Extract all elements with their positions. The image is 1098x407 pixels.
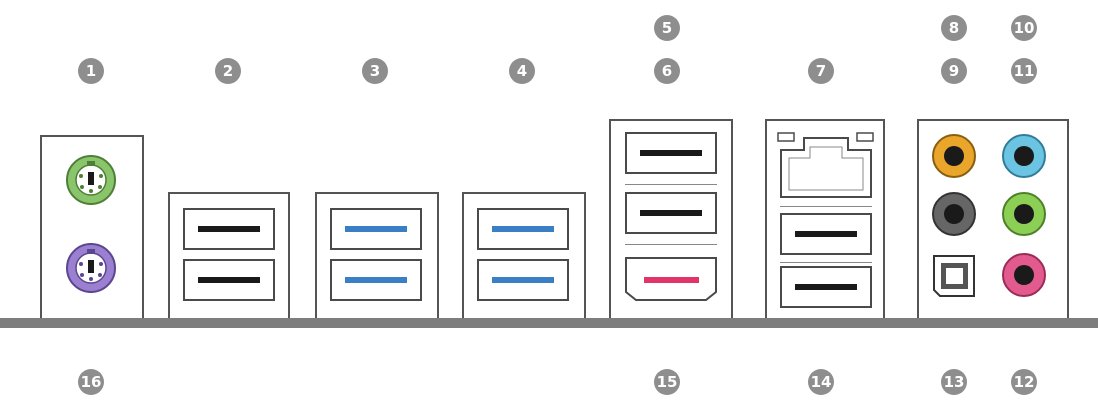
callout-14: 14 bbox=[808, 369, 834, 395]
callout-11: 11 bbox=[1011, 58, 1037, 84]
usb2-port-5 bbox=[625, 132, 717, 174]
callout-12: 12 bbox=[1011, 369, 1037, 395]
audio-jack-10-lightblue bbox=[1002, 134, 1046, 178]
callout-9: 9 bbox=[941, 58, 967, 84]
callout-1: 1 bbox=[78, 58, 104, 84]
usb2-port-14 bbox=[780, 266, 872, 308]
audio-jack-11-green bbox=[1002, 192, 1046, 236]
panel-base-bar bbox=[0, 318, 1098, 328]
callout-3: 3 bbox=[362, 58, 388, 84]
divider-line bbox=[780, 206, 872, 207]
usb3-port-a-bottom bbox=[330, 259, 422, 301]
usb2-port-top bbox=[183, 208, 275, 250]
divider-line bbox=[625, 184, 717, 185]
usb2-port-6 bbox=[625, 192, 717, 234]
usb3-port-b-bottom bbox=[477, 259, 569, 301]
callout-8: 8 bbox=[941, 15, 967, 41]
callout-13: 13 bbox=[941, 369, 967, 395]
usb2-port-bottom bbox=[183, 259, 275, 301]
callout-10: 10 bbox=[1011, 15, 1037, 41]
ps2-mouse-port bbox=[66, 155, 116, 205]
callout-15: 15 bbox=[654, 369, 680, 395]
divider-line bbox=[780, 262, 872, 263]
esata-port bbox=[625, 257, 717, 301]
usb3-port-b-top bbox=[477, 208, 569, 250]
usb3-port-a-top bbox=[330, 208, 422, 250]
callout-4: 4 bbox=[509, 58, 535, 84]
lan-port bbox=[777, 132, 874, 198]
callout-5: 5 bbox=[654, 15, 680, 41]
callout-2: 2 bbox=[215, 58, 241, 84]
optical-spdif-port bbox=[933, 255, 975, 297]
divider-line bbox=[625, 244, 717, 245]
audio-jack-9-gray bbox=[932, 192, 976, 236]
callout-16: 16 bbox=[78, 369, 104, 395]
callout-6: 6 bbox=[654, 58, 680, 84]
usb2-port-lan-top bbox=[780, 213, 872, 255]
ps2-keyboard-port bbox=[66, 243, 116, 293]
callout-7: 7 bbox=[808, 58, 834, 84]
audio-jack-12-pink bbox=[1002, 253, 1046, 297]
audio-jack-8-orange bbox=[932, 134, 976, 178]
